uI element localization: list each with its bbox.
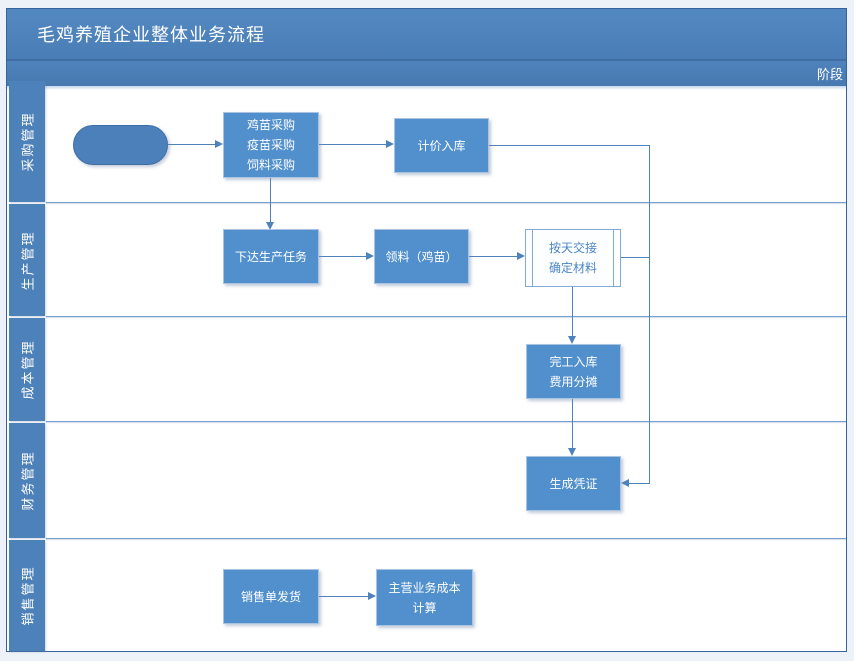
lane-divider-4	[46, 538, 846, 539]
node-completion-allocation: 完工入库 费用分摊	[526, 344, 621, 399]
lane-label-sales: 销售管理	[9, 540, 45, 651]
connector-delivery-to-cogs	[319, 596, 368, 597]
connector-task-to-issue	[319, 256, 366, 257]
connector-handover-to-completion	[572, 287, 573, 336]
arrowhead-into-task	[266, 222, 274, 230]
subprocess-stripe-left	[532, 230, 533, 286]
lane-label-procurement: 采购管理	[9, 81, 45, 202]
page-title: 毛鸡养殖企业整体业务流程	[37, 25, 265, 45]
arrowhead-into-cogs	[368, 592, 376, 600]
arrowhead-into-issue	[366, 252, 374, 260]
connector-procurement-to-task	[270, 178, 271, 222]
node-cogs-calculation: 主营业务成本 计算	[376, 569, 473, 626]
node-pricing-warehouse: 计价入库	[394, 118, 489, 173]
connector-pricing-right	[489, 145, 649, 146]
lane-label-finance: 财务管理	[9, 423, 45, 538]
diagram-title-bar: 毛鸡养殖企业整体业务流程	[7, 9, 846, 59]
lane-divider-3	[46, 421, 846, 422]
node-procurement: 鸡苗采购 疫苗采购 饲料采购	[223, 112, 319, 178]
lane-label-production: 生产管理	[9, 204, 45, 316]
stage-band: 阶段	[7, 59, 846, 86]
lane-label-cost: 成本管理	[9, 318, 45, 421]
lane-divider-1	[46, 202, 846, 203]
connector-into-voucher-right	[629, 483, 650, 484]
start-node	[73, 125, 168, 165]
connector-procurement-to-pricing	[319, 144, 386, 145]
connector-issue-to-handover	[469, 256, 517, 257]
node-generate-voucher: 生成凭证	[526, 456, 621, 511]
node-production-task: 下达生产任务	[223, 229, 319, 284]
connector-completion-to-voucher	[572, 399, 573, 448]
stage-band-shadow	[7, 86, 846, 90]
connector-handover-branch	[621, 257, 650, 258]
arrowhead-into-voucher-right	[621, 479, 629, 487]
node-material-issue: 领料（鸡苗）	[374, 229, 469, 284]
arrowhead-into-procurement	[215, 140, 223, 148]
arrowhead-into-completion	[568, 336, 576, 344]
arrowhead-into-pricing	[386, 140, 394, 148]
connector-pricing-down	[649, 145, 650, 483]
flowchart-frame: 毛鸡养殖企业整体业务流程 阶段 采购管理 生产管理 成本管理 财务管理 销售管理	[6, 8, 847, 652]
stage-label: 阶段	[816, 67, 843, 82]
arrowhead-into-handover	[517, 252, 525, 260]
connector-start-to-procurement	[168, 144, 215, 145]
subprocess-stripe-right	[613, 230, 614, 286]
node-sales-delivery: 销售单发货	[223, 569, 319, 624]
lane-divider-2	[46, 316, 846, 317]
arrowhead-into-voucher-top	[568, 448, 576, 456]
node-daily-handover: 按天交接 确定材料	[525, 229, 621, 287]
